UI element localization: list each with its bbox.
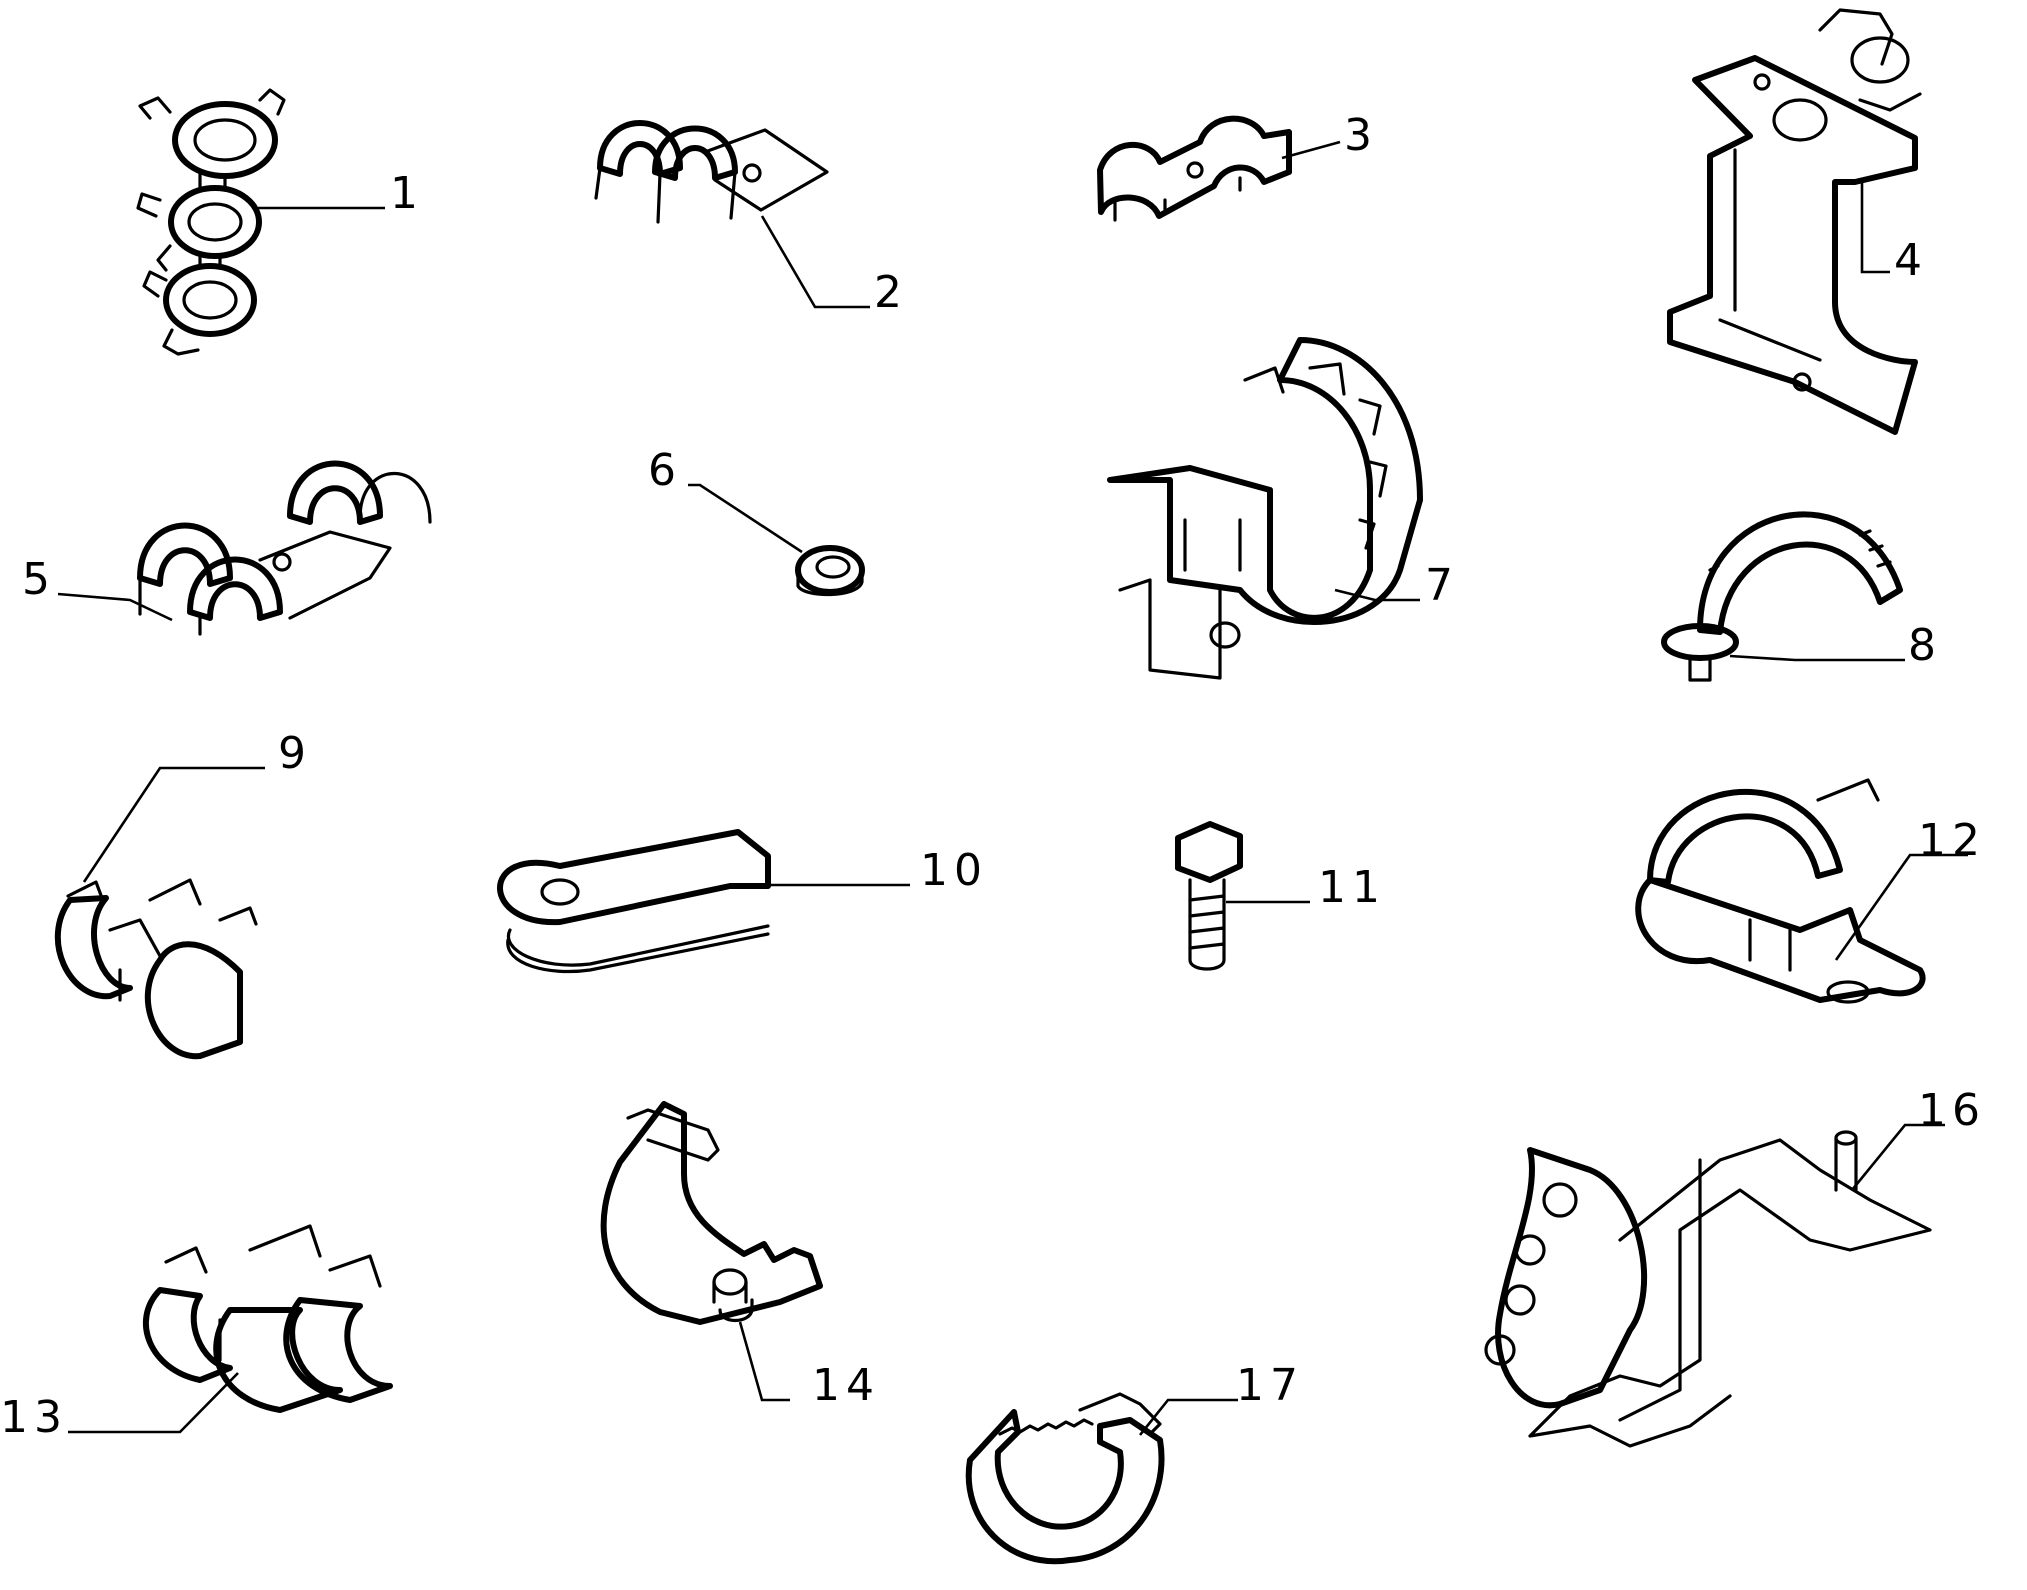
- cable-tie-icon: [1661, 511, 1903, 682]
- triple-pipe-clip-icon: [136, 88, 286, 356]
- leader-line-13: [68, 1372, 239, 1434]
- callout-6: 6: [648, 445, 682, 496]
- callout-2: 2: [874, 267, 908, 318]
- bracket-with-pipe-clips-icon: [1667, 8, 1922, 435]
- leader-line-12: [1834, 853, 1968, 961]
- spacer-plate-icon: [497, 829, 771, 974]
- callout-10: 10: [920, 845, 988, 896]
- double-pipe-clip-icon: [54, 878, 258, 1060]
- leader-line-16: [1850, 1123, 1945, 1191]
- double-saddle-clamp-icon: [1097, 115, 1292, 222]
- callout-1: 1: [390, 168, 424, 219]
- leader-line-6: [688, 483, 803, 554]
- pipe-holder-bracket-icon: [1484, 1130, 1932, 1448]
- pipe-support-clip-icon: [600, 1101, 823, 1325]
- callout-14: 14: [812, 1360, 880, 1411]
- callout-9: 9: [278, 728, 312, 779]
- leader-line-9: [82, 766, 265, 883]
- callout-7: 7: [1425, 560, 1459, 611]
- leader-line-3: [1281, 140, 1341, 160]
- callout-16: 16: [1918, 1085, 1986, 1136]
- hose-clamp-icon: [965, 1392, 1165, 1565]
- single-saddle-clamp-icon: [594, 120, 829, 224]
- callout-8: 8: [1908, 620, 1942, 671]
- leader-line-14: [738, 1321, 790, 1402]
- nut-icon: [795, 545, 865, 597]
- callout-12: 12: [1918, 815, 1986, 866]
- bolt-icon: [1175, 821, 1243, 971]
- leader-line-5: [57, 592, 173, 622]
- callout-5: 5: [22, 554, 56, 605]
- callout-11: 11: [1318, 862, 1386, 913]
- triple-snap-clip-icon: [142, 1224, 393, 1413]
- leader-line-8: [1729, 654, 1905, 662]
- callout-17: 17: [1236, 1360, 1304, 1411]
- strap-clamp-icon: [1635, 778, 1926, 1004]
- leader-line-4: [1860, 180, 1890, 274]
- leader-line-17: [1138, 1398, 1238, 1436]
- leader-line-2: [760, 215, 870, 309]
- triple-saddle-clamp-icon: [137, 460, 432, 636]
- callout-3: 3: [1344, 110, 1378, 161]
- callout-13: 13: [0, 1392, 68, 1443]
- leader-line-7: [1334, 588, 1420, 602]
- callout-4: 4: [1894, 235, 1928, 286]
- multi-pipe-holder-icon: [1107, 337, 1423, 680]
